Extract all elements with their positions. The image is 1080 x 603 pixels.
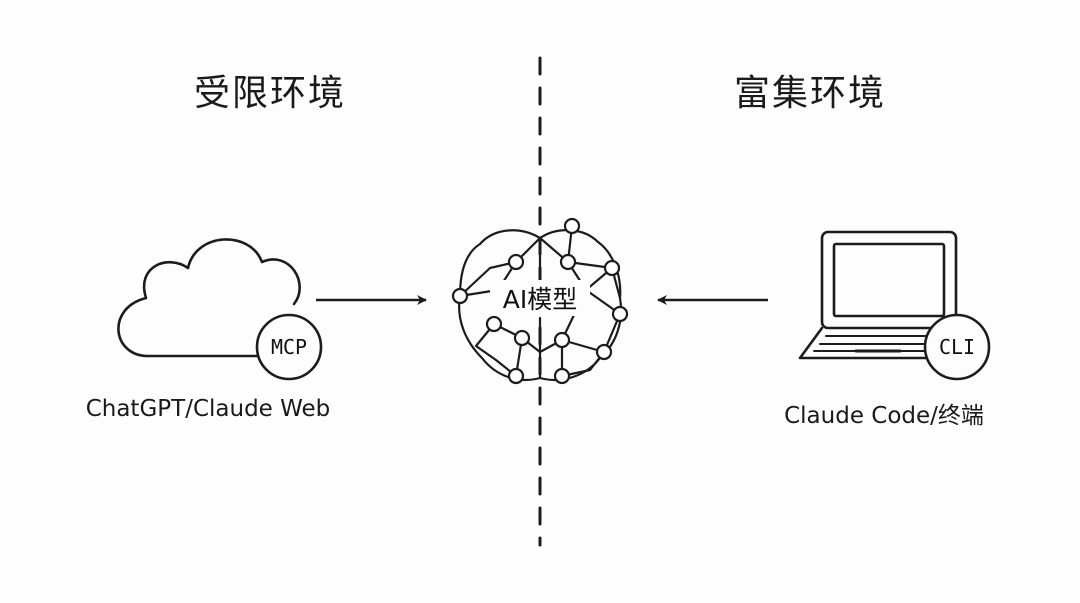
enriched-env-heading: 富集环境 <box>733 73 886 114</box>
web-client-caption: ChatGPT/Claude Web <box>85 396 331 422</box>
restricted-env-heading: 受限环境 <box>193 73 346 114</box>
mcp-badge: MCP <box>255 313 323 381</box>
laptop-icon <box>798 230 958 360</box>
cloud-icon <box>117 238 301 358</box>
neural-brain-icon <box>451 217 629 385</box>
cli-badge: CLI <box>923 313 991 381</box>
model-label: AI模型 <box>503 285 577 314</box>
mcp-badge-label: MCP <box>271 335 307 359</box>
terminal-client-caption: Claude Code/终端 <box>784 403 984 429</box>
cli-badge-label: CLI <box>939 335 975 359</box>
